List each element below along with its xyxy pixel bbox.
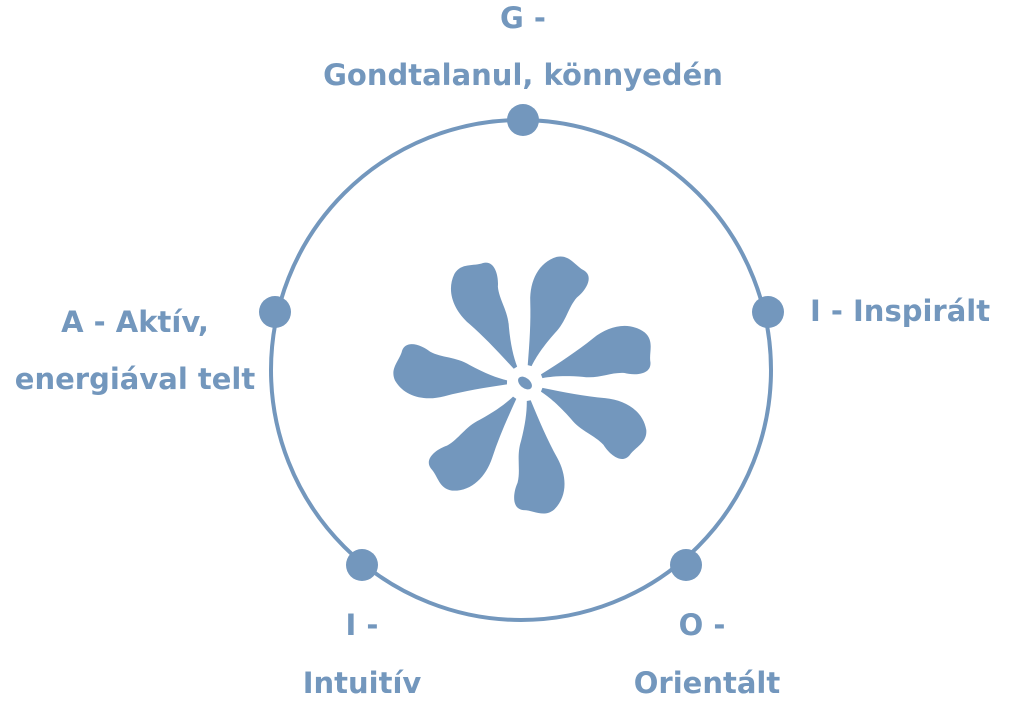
label-o-letter: O -: [678, 608, 726, 642]
label-a-line2: energiával telt: [14, 362, 256, 396]
flower-petal: [451, 262, 518, 369]
label-i-intuitiv-text: Intuitív: [302, 666, 422, 700]
label-a-line1: A - Aktív,: [61, 305, 209, 339]
label-i-intuitiv-letter: I -: [345, 608, 379, 642]
flower-petal: [428, 396, 517, 491]
node-a: [259, 296, 291, 328]
flower-petal: [514, 400, 565, 514]
flower-center: [518, 376, 532, 390]
flower-icon: [393, 256, 651, 514]
label-g-letter: G -: [500, 1, 546, 35]
flower-petal: [540, 325, 651, 379]
node-o: [670, 549, 702, 581]
node-i-intuitiv: [346, 549, 378, 581]
label-o-text: Orientált: [633, 666, 781, 700]
flower-petal: [393, 344, 508, 399]
label-g-text: Gondtalanul, könnyedén: [323, 58, 723, 92]
label-inspiralt: I - Inspirált: [810, 294, 991, 328]
flower-petal: [527, 256, 589, 367]
outer-circle: [269, 118, 773, 622]
node-g: [507, 104, 539, 136]
flower-petal: [540, 387, 647, 460]
node-i-inspiralt: [752, 296, 784, 328]
